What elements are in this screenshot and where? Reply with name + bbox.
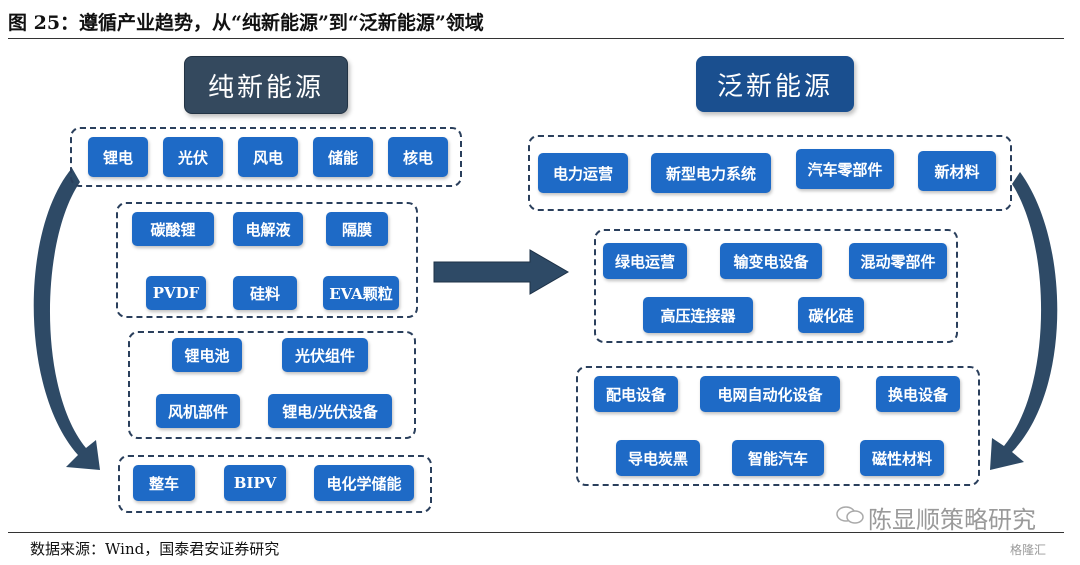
left-curved-arrow [33,168,101,470]
tag-separator: 隔膜 [326,212,388,246]
tag-battery-swap-equipment: 换电设备 [876,376,960,412]
tag-hv-connector: 高压连接器 [643,297,753,333]
watermark-text: 陈显顺策略研究 [868,506,1036,534]
tag-silicon-material: 硅料 [233,276,297,310]
tag-smart-vehicle: 智能汽车 [732,440,824,476]
right-group-subsectors [594,229,958,343]
data-source: 数据来源：Wind，国泰君安证券研究 [30,540,280,558]
tag-transmission-equipment: 输变电设备 [720,243,822,279]
tag-energy-storage: 储能 [313,137,373,177]
title-rule [8,38,1064,39]
tag-new-materials: 新材料 [918,151,996,191]
left-group-raw-industries [70,127,462,187]
tag-auto-parts: 汽车零部件 [796,149,894,189]
tag-electrochemical-storage: 电化学储能 [314,465,414,501]
tag-green-power-operation: 绿电运营 [603,243,687,279]
left-group-materials [116,202,418,318]
tag-electrolyte: 电解液 [233,212,303,246]
tag-photovoltaic: 光伏 [163,137,223,177]
tag-hybrid-parts: 混动零部件 [849,243,947,279]
tag-battery-pv-equipment: 锂电/光伏设备 [268,394,392,428]
tag-eva-pellets: EVA颗粒 [323,276,399,310]
wechat-icon [836,506,864,524]
tag-nuclear-power: 核电 [388,137,448,177]
tag-pvdf: PVDF [146,276,206,310]
tag-lithium-carbonate: 碳酸锂 [132,212,214,246]
tag-new-power-system: 新型电力系统 [651,153,771,193]
watermark-small: 格隆汇 [1010,543,1047,557]
right-header: 泛新能源 [696,56,854,112]
tag-wind-power: 风电 [238,137,298,177]
tag-pv-module: 光伏组件 [282,338,368,372]
tag-bipv: BIPV [224,465,286,501]
tag-distribution-equipment: 配电设备 [594,376,678,412]
left-header: 纯新能源 [184,56,348,114]
tag-lithium-battery: 锂电 [88,137,148,177]
tag-wind-turbine-parts: 风机部件 [156,394,240,428]
figure-title: 图 25：遵循产业趋势，从“纯新能源”到“泛新能源”领域 [8,12,484,34]
right-group-sectors [528,135,1012,211]
tag-conductive-carbon-black: 导电炭黑 [616,440,700,476]
tag-power-operation: 电力运营 [538,153,628,193]
right-group-products [576,366,980,486]
left-group-components [128,331,416,439]
tag-grid-automation-equipment: 电网自动化设备 [700,376,840,412]
tag-lithium-cell: 锂电池 [172,338,242,372]
tag-complete-vehicle: 整车 [133,465,195,501]
middle-arrow [433,249,569,295]
left-group-end-products [118,455,432,513]
tag-magnetic-materials: 磁性材料 [860,440,944,476]
tag-silicon-carbide: 碳化硅 [798,297,864,333]
right-curved-arrow [990,172,1058,470]
footer-rule [8,532,1064,533]
